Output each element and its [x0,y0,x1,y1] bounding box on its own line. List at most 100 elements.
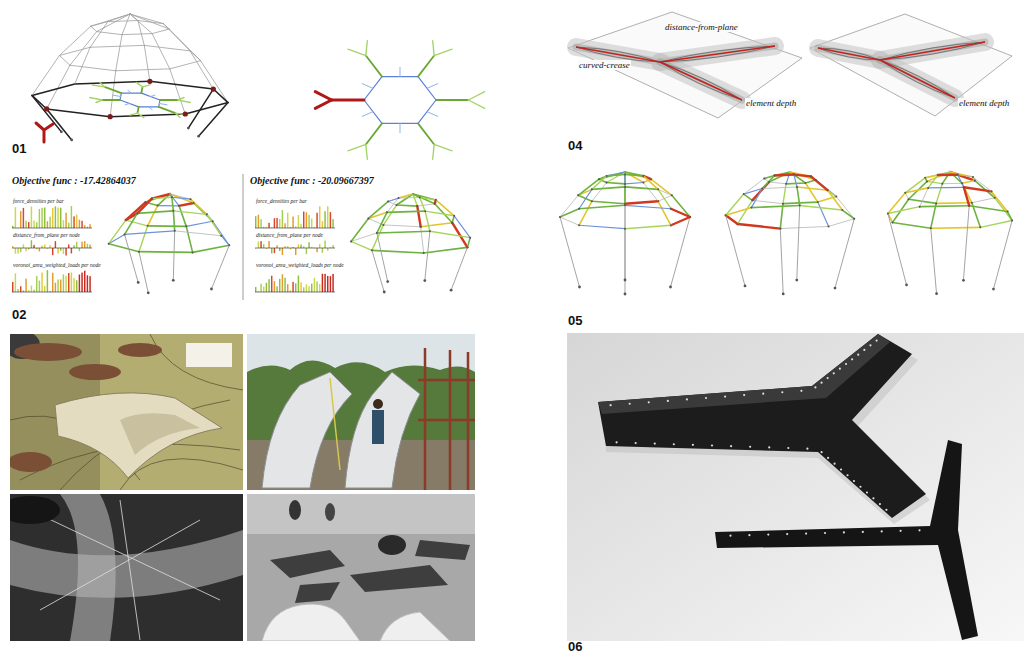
chart-bar [63,248,64,254]
support-node [137,281,140,284]
chart-bar [255,287,256,292]
net-node [924,177,926,179]
net-bar [417,206,420,227]
chart-bar [324,211,325,228]
net-bar [172,197,191,199]
chart-bar [52,248,53,255]
chart-bar [23,208,24,228]
net-bar [139,251,193,253]
net-bar [928,187,964,189]
chart-bar [17,248,18,254]
chart-bar [79,248,80,251]
rivet [827,377,829,379]
rivet [857,354,859,356]
paper-sheet [186,343,232,367]
flat-net-bar [348,144,366,150]
photo [10,334,243,490]
net-bar [780,226,828,228]
chart-bar [79,275,80,292]
rivet [667,400,669,402]
arm [14,343,82,361]
net-bar [175,231,222,236]
flat-net-bar [178,100,190,102]
arm [118,343,162,357]
flat-net-bar [362,112,373,117]
rivet [843,531,845,533]
chart-label: distance_from_plane per node [255,232,324,238]
support-node [744,285,747,288]
net-bar-group [726,172,855,294]
person [289,500,301,520]
net-bar [144,45,150,81]
net-node [841,209,843,211]
net-bar [625,172,643,183]
fold-shading [880,42,985,60]
net-bar [32,95,61,131]
net-bar [148,225,187,227]
net-node [424,210,426,212]
net-bar [179,203,194,206]
net-node [469,237,471,239]
chart-bar [327,276,328,292]
net-node [799,204,801,206]
chart-bar [57,279,58,292]
net-node [151,198,153,200]
net-bar [199,103,228,137]
chart-bar [298,215,299,228]
chart-bar [282,210,283,228]
chart-bar [274,281,275,292]
chart-bar [41,208,42,228]
chart-baseline [12,228,92,229]
net-bar [592,201,625,203]
support-node [992,288,995,291]
net-node [670,208,672,210]
net-bar [173,211,174,231]
net-node [136,212,138,214]
photo-ground [247,494,475,641]
flat-net-bar [149,107,152,110]
net-bar [138,21,144,46]
net-node [108,243,110,245]
chart-bar [308,286,309,292]
chart-bar [68,223,69,228]
net-bar [625,172,643,176]
chart-bar [330,276,331,292]
chart-baseline [255,248,335,249]
support-node [782,293,785,296]
net-bar [744,179,765,195]
panel-number: 04 [568,138,582,153]
flat-net-bar [151,95,155,96]
net-node [810,175,812,177]
net-bar [625,183,643,184]
chart-bar [287,284,288,292]
net-bar [835,219,854,288]
net-node [768,181,770,183]
net-bar [186,226,192,252]
net-node [737,223,739,225]
rivet [846,474,848,476]
net-node [367,217,369,219]
net-bar [672,195,690,217]
rivet [673,443,675,445]
chart-bar [316,213,317,228]
net-bar [221,236,229,246]
chart-bar [316,248,317,252]
panel-02-drawing [12,174,471,300]
net-bar [995,198,1012,221]
chart-bar [25,279,26,292]
sheet-fold [120,413,200,455]
net-node [751,199,753,201]
net-bar [607,183,625,184]
curved-crease-line [818,48,880,60]
net-bar [116,69,170,71]
net-bar [751,205,799,207]
net-node [598,178,600,180]
net-bar [980,220,1012,227]
support-node [60,130,63,133]
net-node [892,221,894,223]
net-bar [47,109,110,117]
net-bar [797,187,800,205]
net-node [451,222,453,224]
chart-bar [87,275,88,292]
chart-label: force_densities per bar [12,198,65,204]
